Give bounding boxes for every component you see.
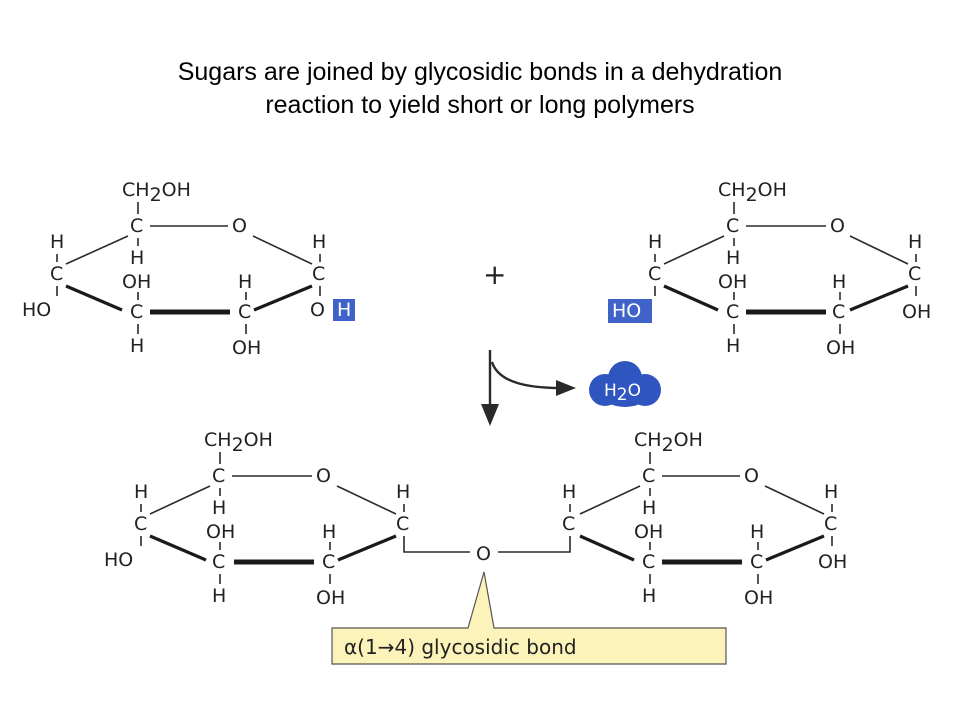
ch2oh-label: CH2OH	[204, 429, 273, 456]
c2-carbon: C	[832, 301, 845, 323]
c1-carbon: C	[824, 513, 837, 535]
c5-hydrogen: H	[726, 247, 740, 269]
c4-carbon: C	[562, 513, 575, 535]
c2-hydroxyl: OH	[232, 337, 261, 359]
c1-hydroxyl: OH	[902, 301, 931, 323]
title-line-1: Sugars are joined by glycosidic bonds in…	[177, 58, 783, 86]
ch2oh-label: CH2OH	[122, 179, 191, 206]
glycosidic-bond-callout: α(1→4) glycosidic bond	[331, 571, 727, 665]
plus-sign: +	[483, 258, 506, 291]
glucose-molecule-1: CH2OH C O H H C HO H C O H OH C H H C	[22, 179, 355, 359]
ring-oxygen: O	[316, 465, 331, 487]
c2-carbon: C	[238, 301, 251, 323]
ch2oh-label: CH2OH	[718, 179, 787, 206]
c5-hydrogen: H	[642, 497, 656, 519]
down-arrowhead	[481, 404, 499, 426]
slide-title: Sugars are joined by glycosidic bonds in…	[40, 56, 920, 122]
c2-hydrogen: H	[750, 521, 764, 543]
removed-hydrogen-highlight	[333, 299, 355, 321]
c4-hydrogen: H	[134, 481, 148, 503]
c4-hydrogen: H	[562, 481, 576, 503]
product-glucose-right: CH2OH C O H H C H C OH OH C H H	[562, 429, 847, 609]
glucose-molecule-2: CH2OH C O H H C HO H C OH OH C H H C OH	[608, 179, 931, 359]
c3-hydrogen: H	[726, 335, 740, 357]
c3-carbon: C	[212, 551, 225, 573]
c2-carbon: C	[322, 551, 335, 573]
reaction-arrow	[481, 350, 576, 426]
c1-carbon: C	[908, 263, 921, 285]
c2-hydroxyl: OH	[826, 337, 855, 359]
callout-label: α(1→4) glycosidic bond	[344, 635, 577, 659]
c1-oxygen: O	[310, 299, 325, 321]
ch2oh-label: CH2OH	[634, 429, 703, 456]
c5-carbon: C	[642, 465, 655, 487]
c2-hydroxyl: OH	[316, 587, 345, 609]
disaccharide-product: CH2OH C O H H C HO H C OH C H H	[104, 429, 847, 609]
c2-hydrogen: H	[832, 271, 846, 293]
removed-hydroxyl: HO	[612, 300, 641, 322]
c4-carbon: C	[50, 263, 63, 285]
c3-hydroxyl: OH	[634, 521, 663, 543]
c1-carbon: C	[396, 513, 409, 535]
c3-hydroxyl: OH	[122, 271, 151, 293]
c1-hydrogen: H	[396, 481, 410, 503]
c3-hydroxyl: OH	[718, 271, 747, 293]
c3-hydrogen: H	[212, 585, 226, 607]
water-molecule: H2O	[589, 361, 661, 407]
c2-hydroxyl: OH	[744, 587, 773, 609]
c4-carbon: C	[134, 513, 147, 535]
c3-carbon: C	[130, 301, 143, 323]
c3-hydroxyl: OH	[206, 521, 235, 543]
ring-oxygen: O	[744, 465, 759, 487]
c5-carbon: C	[212, 465, 225, 487]
c3-carbon: C	[726, 301, 739, 323]
title-line-2: reaction to yield short or long polymers	[265, 91, 695, 119]
c4-hydroxyl: HO	[22, 299, 51, 321]
c3-hydrogen: H	[642, 585, 656, 607]
removed-hydroxyl-highlight	[608, 299, 652, 323]
c1-hydrogen: H	[824, 481, 838, 503]
c1-hydrogen: H	[312, 231, 326, 253]
c4-hydrogen: H	[50, 231, 64, 253]
c1-hydrogen: H	[908, 231, 922, 253]
c3-hydrogen: H	[130, 335, 144, 357]
c4-hydrogen: H	[648, 231, 662, 253]
c4-carbon: C	[648, 263, 661, 285]
c4-hydroxyl: HO	[104, 549, 133, 571]
ring-oxygen: O	[232, 215, 247, 237]
c2-hydrogen: H	[238, 271, 252, 293]
c5-hydrogen: H	[130, 247, 144, 269]
c1-carbon: C	[312, 263, 325, 285]
c5-carbon: C	[130, 215, 143, 237]
c1-hydroxyl: OH	[818, 551, 847, 573]
ring-oxygen: O	[830, 215, 845, 237]
glycosidic-bond-right	[498, 536, 571, 553]
c2-carbon: C	[750, 551, 763, 573]
water-label: H2O	[604, 381, 641, 405]
glycosidic-oxygen: O	[476, 543, 491, 565]
c5-hydrogen: H	[212, 497, 226, 519]
c2-hydrogen: H	[322, 521, 336, 543]
glycosidic-bond-left	[403, 536, 470, 553]
product-glucose-left: CH2OH C O H H C HO H C OH C H H	[104, 429, 410, 609]
removed-hydrogen: H	[337, 299, 351, 321]
side-arrowhead	[556, 380, 576, 396]
c5-carbon: C	[726, 215, 739, 237]
c3-carbon: C	[642, 551, 655, 573]
